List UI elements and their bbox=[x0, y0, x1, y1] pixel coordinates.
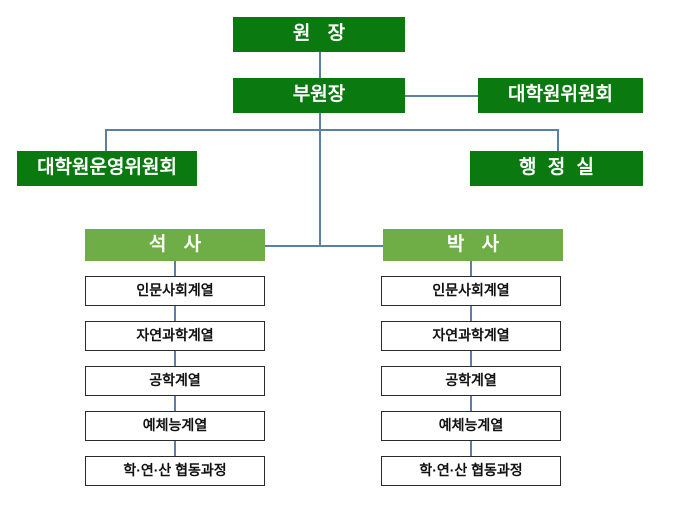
connector-doctorate-1 bbox=[470, 306, 472, 321]
connector-master-3 bbox=[174, 396, 176, 411]
connector-doctorate-4 bbox=[470, 441, 472, 456]
node-master-dept-4[interactable]: 학·연·산 협동과정 bbox=[85, 456, 265, 486]
node-master-dept-0[interactable]: 인문사회계열 bbox=[85, 276, 265, 306]
node-operating-committee[interactable]: 대학원운영위원회 bbox=[17, 151, 197, 186]
node-director[interactable]: 원 장 bbox=[233, 17, 405, 52]
connector-vice-trunk bbox=[319, 113, 321, 246]
connector-vice-to-graduate-committee bbox=[405, 95, 478, 97]
node-degree-master[interactable]: 석 사 bbox=[85, 229, 265, 261]
node-master-dept-3[interactable]: 예체능계열 bbox=[85, 411, 265, 441]
connector-master-2 bbox=[174, 351, 176, 366]
connector-to-administration-office bbox=[557, 129, 559, 151]
connector-side-branch bbox=[105, 129, 559, 131]
node-graduate-committee[interactable]: 대학원위원회 bbox=[478, 78, 643, 113]
node-doctorate-dept-0[interactable]: 인문사회계열 bbox=[381, 276, 561, 306]
connector-doctorate-2 bbox=[470, 351, 472, 366]
node-doctorate-dept-2[interactable]: 공학계열 bbox=[381, 366, 561, 396]
node-master-dept-2[interactable]: 공학계열 bbox=[85, 366, 265, 396]
connector-master-1 bbox=[174, 306, 176, 321]
node-doctorate-dept-3[interactable]: 예체능계열 bbox=[381, 411, 561, 441]
node-doctorate-dept-4[interactable]: 학·연·산 협동과정 bbox=[381, 456, 561, 486]
node-administration-office[interactable]: 행 정 실 bbox=[470, 151, 643, 186]
node-doctorate-dept-1[interactable]: 자연과학계열 bbox=[381, 321, 561, 351]
connector-doctorate-3 bbox=[470, 396, 472, 411]
connector-to-operating-committee bbox=[105, 129, 107, 151]
connector-degree-bar bbox=[265, 245, 384, 247]
connector-director-to-vice bbox=[319, 52, 321, 78]
connector-master-4 bbox=[174, 441, 176, 456]
connector-doctorate-0 bbox=[470, 261, 472, 276]
connector-master-0 bbox=[174, 261, 176, 276]
node-degree-doctorate[interactable]: 박 사 bbox=[383, 229, 563, 261]
node-vice-director[interactable]: 부원장 bbox=[233, 78, 405, 113]
node-master-dept-1[interactable]: 자연과학계열 bbox=[85, 321, 265, 351]
